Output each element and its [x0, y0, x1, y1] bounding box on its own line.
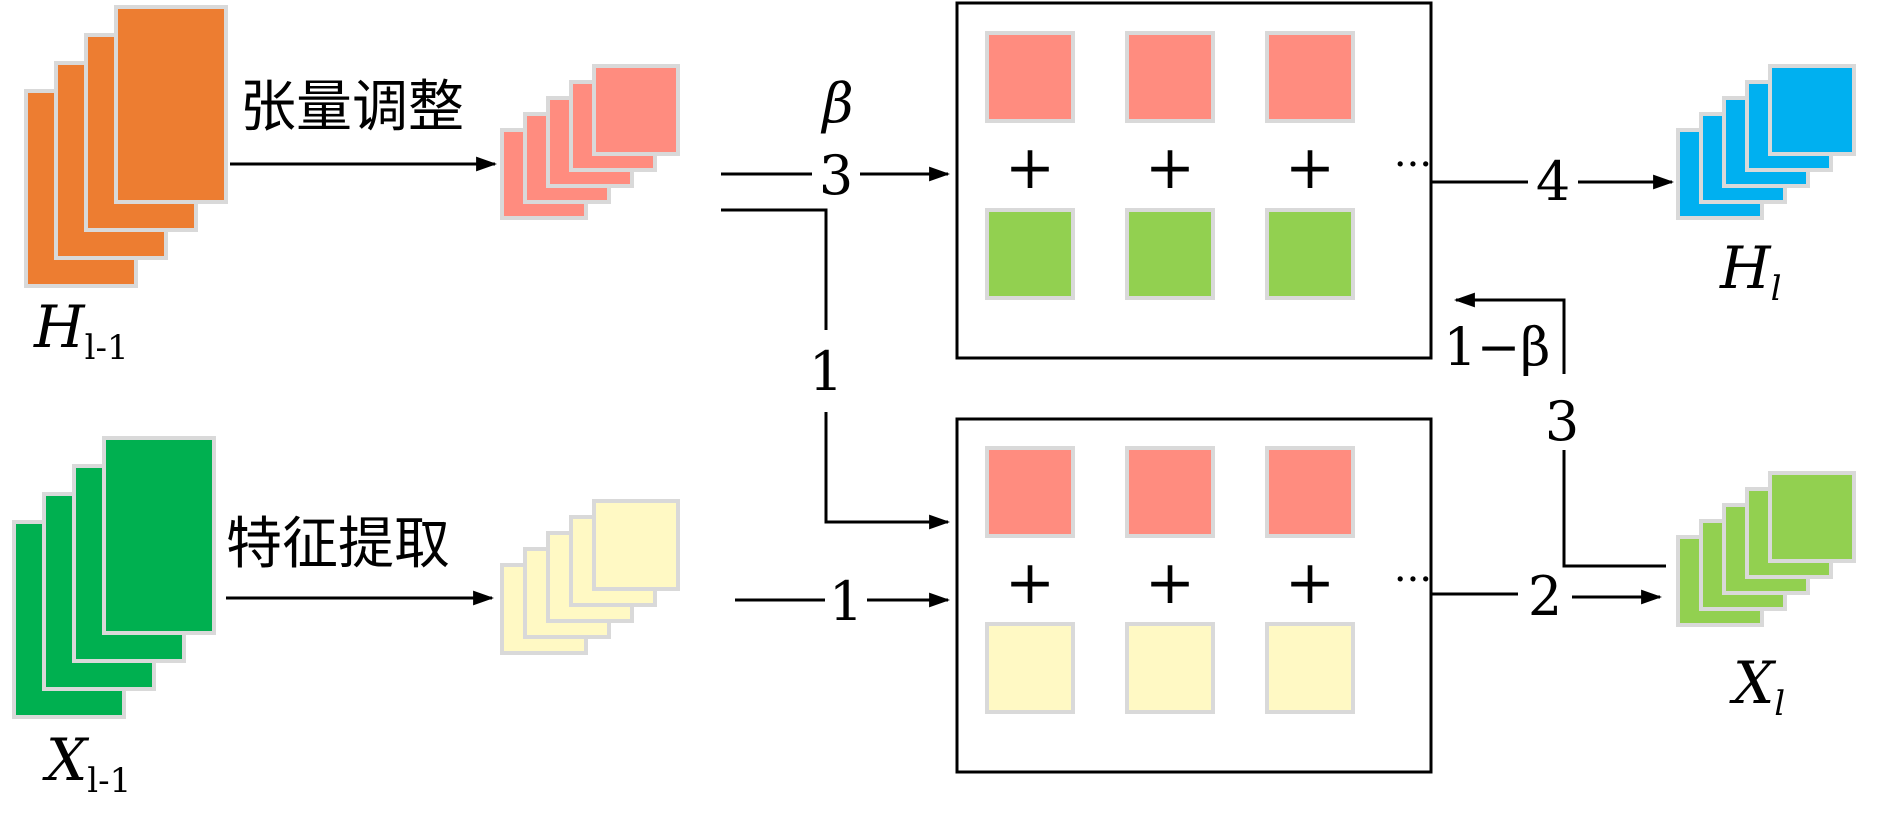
- fusion-operand-bottom: [1125, 208, 1215, 300]
- feedback-step-label: 3: [1545, 390, 1579, 453]
- top-path-weight-label: β: [820, 72, 853, 135]
- cross-path-line-b: [824, 412, 951, 530]
- fusion-operand-top: [1265, 446, 1355, 538]
- h-out-feature-stack: [1676, 64, 1856, 220]
- x-prev-feature-stack: [12, 436, 216, 719]
- plus-sign: +: [1145, 548, 1195, 618]
- top-path-step-label: 3: [819, 144, 853, 207]
- feedback-line-a: [1562, 450, 1666, 568]
- extracted-feature-stack: [500, 499, 680, 655]
- tensor-adjust-label: 张量调整: [240, 75, 464, 140]
- cross-path-step-label: 1: [809, 340, 843, 403]
- feedback-weight-label: 1−β: [1444, 318, 1551, 378]
- h-prev-label: Hl-1: [33, 293, 129, 368]
- bottom-out-step-label: 2: [1528, 565, 1562, 628]
- x-out-label: Xl: [1729, 649, 1785, 724]
- feature-map-layer: [1768, 64, 1856, 156]
- ellipsis: ···: [1394, 142, 1432, 188]
- fusion-operand-bottom: [985, 622, 1075, 714]
- plus-sign: +: [1145, 133, 1195, 203]
- fusion-operand-top: [1125, 31, 1215, 123]
- bottom-fusion-content: + + + ···: [985, 446, 1432, 714]
- top-fusion-content: + + + ···: [985, 31, 1432, 300]
- feature-map-layer: [592, 64, 680, 156]
- plus-sign: +: [1005, 133, 1055, 203]
- plus-sign: +: [1005, 548, 1055, 618]
- fusion-operand-bottom: [1265, 208, 1355, 300]
- plus-sign: +: [1285, 548, 1335, 618]
- plus-sign: +: [1285, 133, 1335, 203]
- adjusted-tensor-stack: [500, 64, 680, 220]
- feature-map-layer: [114, 5, 228, 204]
- fusion-operand-bottom: [1125, 622, 1215, 714]
- fusion-operand-top: [1265, 31, 1355, 123]
- x-out-feature-stack: [1676, 471, 1856, 627]
- x-prev-label: Xl-1: [42, 726, 131, 801]
- feature-extract-label: 特征提取: [226, 512, 450, 577]
- ellipsis: ···: [1394, 557, 1432, 603]
- h-prev-feature-stack: [24, 5, 228, 288]
- top-out-step-label: 4: [1536, 150, 1570, 213]
- feedback-line-b: [1453, 292, 1566, 374]
- h-out-label: Hl: [1719, 234, 1781, 309]
- feature-map-layer: [102, 436, 216, 635]
- feature-map-layer: [1768, 471, 1856, 563]
- bottom-path-step-label: 1: [829, 570, 863, 633]
- fusion-operand-top: [985, 31, 1075, 123]
- cross-path-line-a: [721, 208, 828, 330]
- fusion-operand-bottom: [1265, 622, 1355, 714]
- feature-map-layer: [592, 499, 680, 591]
- fusion-operand-top: [1125, 446, 1215, 538]
- fusion-operand-top: [985, 446, 1075, 538]
- fusion-operand-bottom: [985, 208, 1075, 300]
